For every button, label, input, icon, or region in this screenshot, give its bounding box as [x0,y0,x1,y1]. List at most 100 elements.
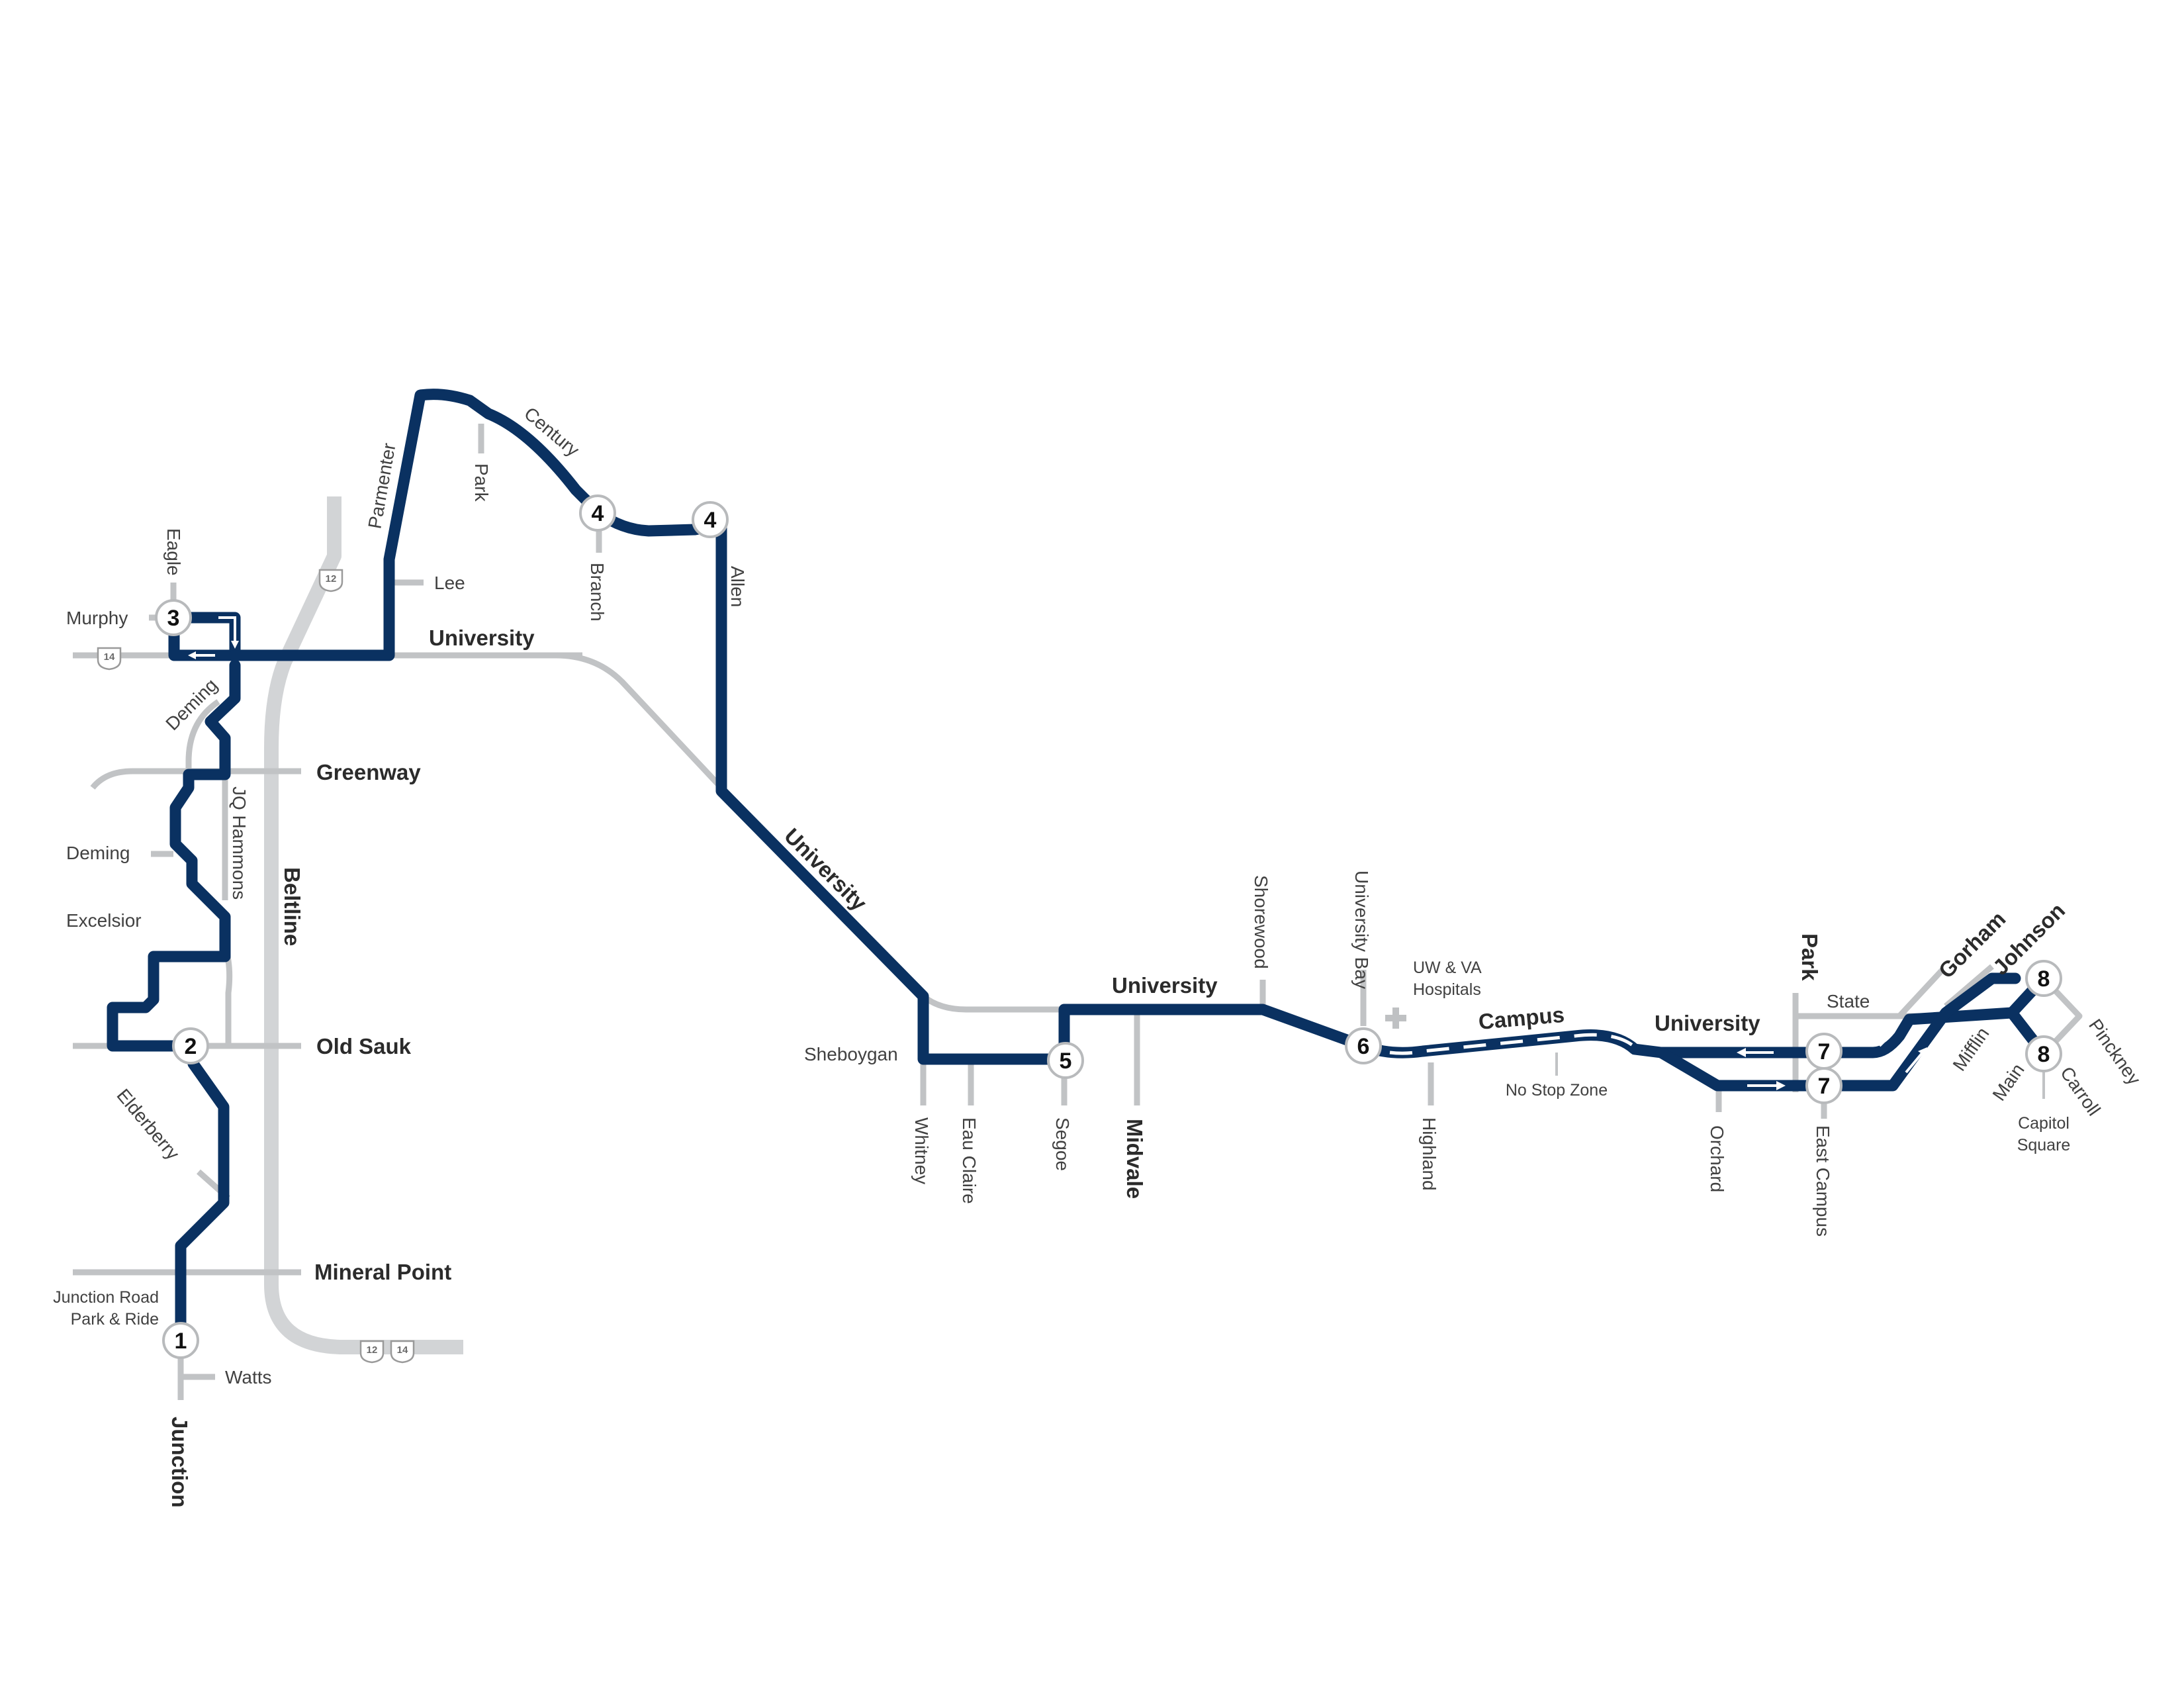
label-junction: Junction [167,1417,192,1508]
label-whitney: Whitney [911,1117,932,1184]
stop-1[interactable]: 1 [162,1322,199,1359]
label-park-east: Park [1797,933,1822,981]
us12-shield-south: 12 [359,1340,385,1364]
gorham-street [1897,967,1945,1019]
label-allen: Allen [727,566,748,607]
arrowhead-university-west [188,651,196,659]
stop-3-number: 3 [167,606,180,631]
label-carroll: Carroll [2056,1063,2105,1119]
us14-shield-west: 14 [97,647,122,671]
stop-7-eastbound-number: 7 [1818,1074,1831,1099]
background-streets [73,424,2083,1400]
arrowhead-murphy [231,641,239,649]
stop-6-number: 6 [1357,1034,1370,1059]
label-eagle: Eagle [163,528,184,576]
label-deming-west: Deming [66,843,130,863]
stop-4-allen[interactable]: 4 [692,501,729,538]
route-eastbound-lower [1655,972,2021,1092]
label-east-campus: East Campus [1813,1125,1833,1237]
us12-shield-north-label: 12 [326,573,337,585]
deming-street-north [185,699,220,774]
beltline-road [264,496,463,1354]
label-highland: Highland [1419,1117,1439,1191]
route-north-segment [229,389,1369,1065]
label-elderberry: Elderberry [113,1085,183,1164]
route-westbound-upper [1655,1007,2018,1058]
stop-6[interactable]: 6 [1345,1027,1382,1064]
place-labels: Junction Road Park & Ride UW & VA Hospit… [53,959,2070,1329]
label-orchard: Orchard [1707,1125,1727,1192]
label-hospitals-line1: UW & VA [1413,959,1482,977]
label-century: Century [520,403,583,461]
label-sheboygan: Sheboygan [804,1044,898,1064]
stop-2[interactable]: 2 [172,1027,209,1064]
label-midvale: Midvale [1122,1119,1147,1199]
label-murphy: Murphy [66,608,128,628]
stop-8-north[interactable]: 8 [2025,960,2062,997]
stop-1-number: 1 [175,1329,187,1354]
label-old-sauk: Old Sauk [316,1034,412,1058]
label-lee: Lee [434,573,465,593]
label-excelsior: Excelsior [66,910,142,931]
stop-8-south[interactable]: 8 [2025,1035,2062,1072]
label-eau-claire: Eau Claire [959,1117,979,1204]
us14-shield-south: 14 [390,1340,415,1364]
stop-4-branch-number: 4 [592,501,604,526]
label-segoe: Segoe [1052,1117,1073,1171]
label-university-west: University [429,626,535,650]
label-branch: Branch [587,563,608,622]
stop-2-number: 2 [185,1034,197,1059]
label-university-bay: University Bay [1351,870,1372,989]
arrow-gorham-up [1878,1031,1894,1047]
label-university-midvale: University [1112,973,1218,998]
label-junction-park-ride-line1: Junction Road [53,1288,159,1307]
stop-8-north-number: 8 [2038,966,2050,992]
university-diagonal [555,652,724,790]
label-greenway: Greenway [316,760,421,784]
label-capitol-square-line2: Square [2017,1136,2071,1154]
us12-shield-south-label: 12 [367,1344,378,1356]
label-junction-park-ride-line2: Park & Ride [71,1310,159,1329]
direction-arrows [188,616,1927,1090]
us14-shield-south-label: 14 [397,1344,408,1356]
highway-shields: 12 14 12 14 [97,569,415,1364]
label-watts: Watts [225,1367,272,1387]
stop-4-branch[interactable]: 4 [579,494,616,532]
label-pinckney: Pinckney [2085,1015,2145,1089]
arrow-murphy-loop [218,616,236,645]
label-main: Main [1989,1060,2028,1105]
label-hospitals-line2: Hospitals [1413,980,1481,999]
arrowhead-westbound [1737,1048,1746,1057]
label-mifflin: Mifflin [1949,1023,1993,1074]
label-no-stop-zone: No Stop Zone [1506,1081,1608,1100]
stop-5[interactable]: 5 [1047,1042,1084,1079]
label-beltline: Beltline [280,867,304,946]
johnson-street [1944,964,1994,1009]
arrowhead-johnson [1918,1047,1927,1056]
stop-7-westbound[interactable]: 7 [1805,1033,1843,1070]
no-stop-zone-dashes [1389,1033,1635,1055]
label-shorewood: Shorewood [1251,875,1271,969]
label-campus: Campus [1477,1002,1565,1034]
stop-7-eastbound[interactable]: 7 [1805,1067,1843,1104]
bus-route [107,389,2050,1346]
university-frontage [921,994,1066,1013]
label-capitol-square-line1: Capitol [2018,1114,2070,1133]
stop-7-westbound-number: 7 [1818,1039,1831,1064]
hospital-icon [1385,1008,1406,1029]
us14-shield-west-label: 14 [104,651,115,663]
us12-shield-north: 12 [318,569,343,592]
stop-8-south-number: 8 [2038,1042,2050,1067]
arrow-johnson-up [1905,1051,1924,1074]
label-state: State [1827,991,1870,1011]
stop-4-allen-number: 4 [704,508,717,533]
label-jq-hammons: JQ Hammons [229,786,250,900]
greenway-street [90,768,301,790]
arrowhead-eastbound [1776,1081,1786,1090]
label-university-east: University [1655,1011,1760,1035]
stops: 1 2 3 4 4 5 6 7 [155,494,2062,1359]
stop-3[interactable]: 3 [155,599,192,636]
label-mineral-point: Mineral Point [314,1260,451,1284]
label-park-west: Park [471,463,492,502]
